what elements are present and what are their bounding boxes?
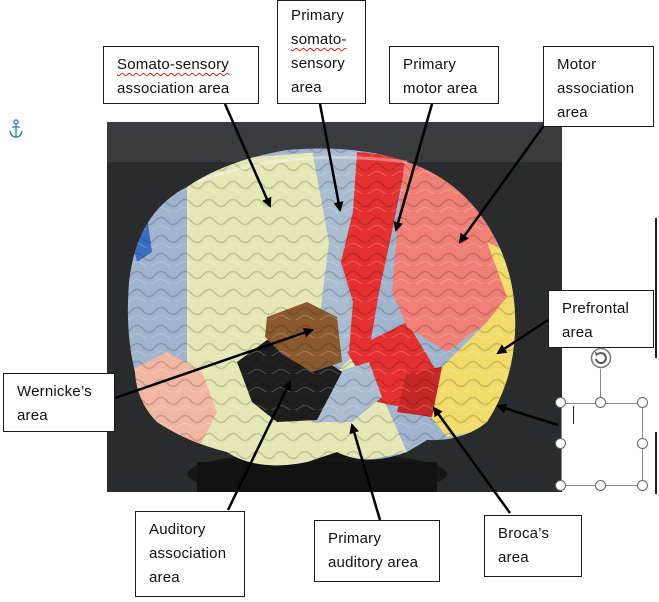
label-line-3: area	[557, 104, 588, 121]
text-cursor	[573, 406, 574, 424]
label-line-1: Motor	[557, 56, 597, 73]
label-line-1: Primary	[403, 56, 457, 73]
resize-handle-bottom[interactable]	[595, 480, 606, 491]
label-auditory-association: Auditory association area	[135, 511, 245, 597]
brain-illustration	[107, 122, 562, 492]
label-primary-somatosensory: Primary somato- sensory area	[277, 0, 366, 104]
label-somatosensory-association: Somato-sensory association area	[103, 46, 259, 104]
resize-handle-left[interactable]	[555, 438, 566, 449]
resize-handle-bottom-left[interactable]	[555, 480, 566, 491]
label-line-2: area	[17, 407, 48, 424]
label-line-2: motor area	[403, 80, 478, 97]
label-line-1: Primary	[328, 530, 382, 547]
label-line-2: somato-	[291, 31, 347, 48]
label-line-1: Wernicke’s	[17, 383, 92, 400]
label-line-2: auditory area	[328, 554, 419, 571]
resize-handle-bottom-right[interactable]	[637, 480, 648, 491]
label-line-1: Somato-sensory	[117, 56, 230, 73]
resize-handle-top-right[interactable]	[637, 397, 648, 408]
resize-handle-top-left[interactable]	[555, 397, 566, 408]
rotate-handle-icon[interactable]	[590, 347, 612, 369]
label-line-4: area	[291, 79, 322, 96]
label-prefrontal: Prefrontal area	[548, 290, 654, 348]
label-line-2: association	[557, 80, 635, 97]
label-line-1: Primary	[291, 7, 345, 24]
label-line-1: Broca’s	[498, 525, 550, 542]
label-line-3: area	[149, 569, 180, 586]
rotate-connector	[600, 369, 601, 403]
margin-rule-lower	[655, 432, 657, 494]
label-line-3: sensory	[291, 55, 345, 72]
brain-model-photo	[107, 122, 562, 492]
label-line-2: association	[149, 545, 227, 562]
margin-rule-upper	[655, 218, 657, 358]
label-primary-auditory: Primary auditory area	[314, 520, 440, 582]
label-line-2: area	[562, 324, 593, 341]
label-broca: Broca’s area	[484, 515, 582, 577]
label-wernicke: Wernicke’s area	[3, 373, 115, 432]
label-primary-motor: Primary motor area	[389, 46, 499, 104]
label-motor-association: Motor association area	[543, 46, 654, 127]
resize-handle-right[interactable]	[637, 438, 648, 449]
resize-handle-top[interactable]	[595, 397, 606, 408]
label-line-2: association area	[117, 80, 230, 97]
label-line-1: Auditory	[149, 521, 206, 538]
anchor-icon[interactable]	[8, 119, 24, 139]
label-line-2: area	[498, 549, 529, 566]
label-line-1: Prefrontal	[562, 300, 630, 317]
